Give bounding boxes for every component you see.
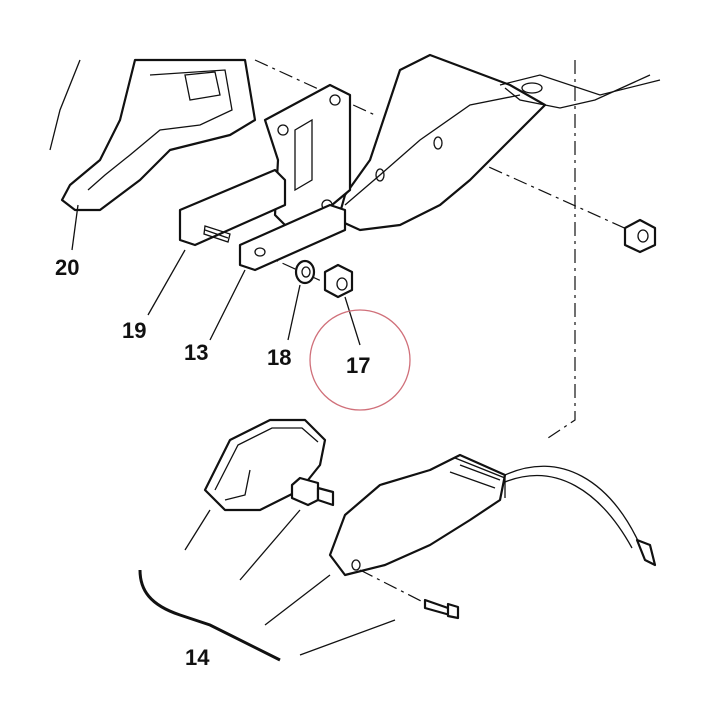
label-part-14: 14	[185, 645, 210, 670]
rear-fender-housing	[336, 53, 661, 232]
mounting-screw	[359, 569, 460, 620]
label-part-20: 20	[55, 255, 79, 280]
turn-signal-body	[328, 453, 657, 577]
rear-frame	[49, 58, 257, 212]
washer-18	[294, 259, 316, 285]
turn-signal-bulb	[290, 476, 335, 507]
bracket-stay-13	[238, 203, 347, 272]
flange-nut	[623, 218, 657, 254]
label-part-17: 17	[346, 353, 370, 378]
label-part-13: 13	[184, 340, 208, 365]
leader-lines	[71, 204, 396, 656]
nut-17	[323, 263, 354, 299]
bracket-arm-19	[178, 168, 287, 247]
label-part-18: 18	[267, 345, 291, 370]
label-part-19: 19	[122, 318, 146, 343]
highlight-circle	[309, 309, 411, 411]
group-bracket-14	[138, 569, 281, 662]
